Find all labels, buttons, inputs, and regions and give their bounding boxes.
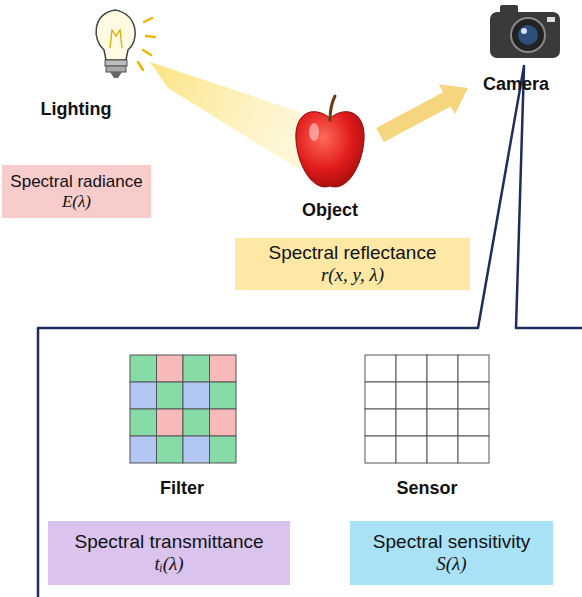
filter-cell bbox=[183, 382, 210, 409]
labeled-box: FilterSpectral transmittancetᵢ(λ) bbox=[48, 476, 290, 585]
filter-cell bbox=[183, 409, 210, 436]
sensor-heading: Sensor bbox=[396, 478, 457, 499]
apple bbox=[296, 96, 364, 187]
flow-arrow bbox=[376, 84, 468, 142]
property-text: Spectral reflectance bbox=[269, 242, 437, 264]
camera-icon bbox=[490, 5, 560, 58]
sensor-array bbox=[365, 355, 489, 463]
sensor-cell bbox=[458, 355, 489, 382]
labeled-box: ObjectSpectral reflectancer(x, y, λ) bbox=[235, 135, 470, 290]
property-panel: Spectral reflectancer(x, y, λ) bbox=[235, 238, 470, 290]
callout-frame bbox=[38, 66, 582, 597]
property-text: Spectral radiance bbox=[10, 172, 142, 192]
property-text: Spectral sensitivity bbox=[373, 531, 530, 553]
sensor-cell bbox=[427, 355, 458, 382]
filter-cell bbox=[183, 355, 210, 382]
filter-cell bbox=[130, 382, 157, 409]
filter-cell bbox=[157, 382, 184, 409]
labeled-box: SensorSpectral sensitivityS(λ) bbox=[350, 476, 553, 585]
sensor-cell bbox=[458, 382, 489, 409]
sensor-cell bbox=[365, 355, 396, 382]
sensor-cell bbox=[396, 382, 427, 409]
filter-cell bbox=[210, 436, 237, 463]
arrow-shape bbox=[376, 84, 468, 142]
sensor-cell bbox=[396, 355, 427, 382]
filter-cell bbox=[157, 436, 184, 463]
sensor-cell bbox=[458, 409, 489, 436]
lighting-heading: Lighting bbox=[41, 99, 112, 120]
sensor-cell bbox=[396, 409, 427, 436]
property-text: Spectral transmittance bbox=[74, 531, 263, 553]
camera-heading: Camera bbox=[483, 74, 549, 95]
formula-text: tᵢ(λ) bbox=[154, 553, 183, 575]
filter-cell bbox=[157, 409, 184, 436]
light-beam bbox=[150, 62, 300, 170]
property-panel: Spectral transmittancetᵢ(λ) bbox=[48, 521, 290, 585]
sensor-cell bbox=[458, 436, 489, 463]
labeled-box: LightingSpectral radianceE(λ) bbox=[5, 95, 148, 218]
formula-text: E(λ) bbox=[62, 192, 91, 212]
filter-cell bbox=[210, 409, 237, 436]
light-bulb bbox=[96, 10, 155, 78]
filter-heading: Filter bbox=[160, 478, 204, 499]
sensor-cell bbox=[427, 436, 458, 463]
filter-cell bbox=[130, 409, 157, 436]
sensor-cell bbox=[396, 436, 427, 463]
filter-cell bbox=[210, 355, 237, 382]
filter-cell bbox=[130, 355, 157, 382]
sensor-cell bbox=[365, 409, 396, 436]
sensor-cell bbox=[427, 409, 458, 436]
property-panel: Spectral sensitivityS(λ) bbox=[350, 521, 553, 585]
callout-box: CameraFilterSpectral transmittancetᵢ(λ)S… bbox=[38, 328, 582, 597]
filter-cell bbox=[210, 382, 237, 409]
sensor-cell bbox=[365, 436, 396, 463]
sensor-cell bbox=[365, 382, 396, 409]
filter-cell bbox=[183, 436, 210, 463]
color-filter-array bbox=[130, 355, 236, 463]
formula-text: S(λ) bbox=[436, 553, 466, 575]
property-panel: Spectral radianceE(λ) bbox=[2, 165, 151, 218]
sensor-cell bbox=[427, 382, 458, 409]
object-heading: Object bbox=[302, 200, 358, 221]
formula-text: r(x, y, λ) bbox=[321, 264, 384, 286]
filter-cell bbox=[130, 436, 157, 463]
filter-cell bbox=[157, 355, 184, 382]
